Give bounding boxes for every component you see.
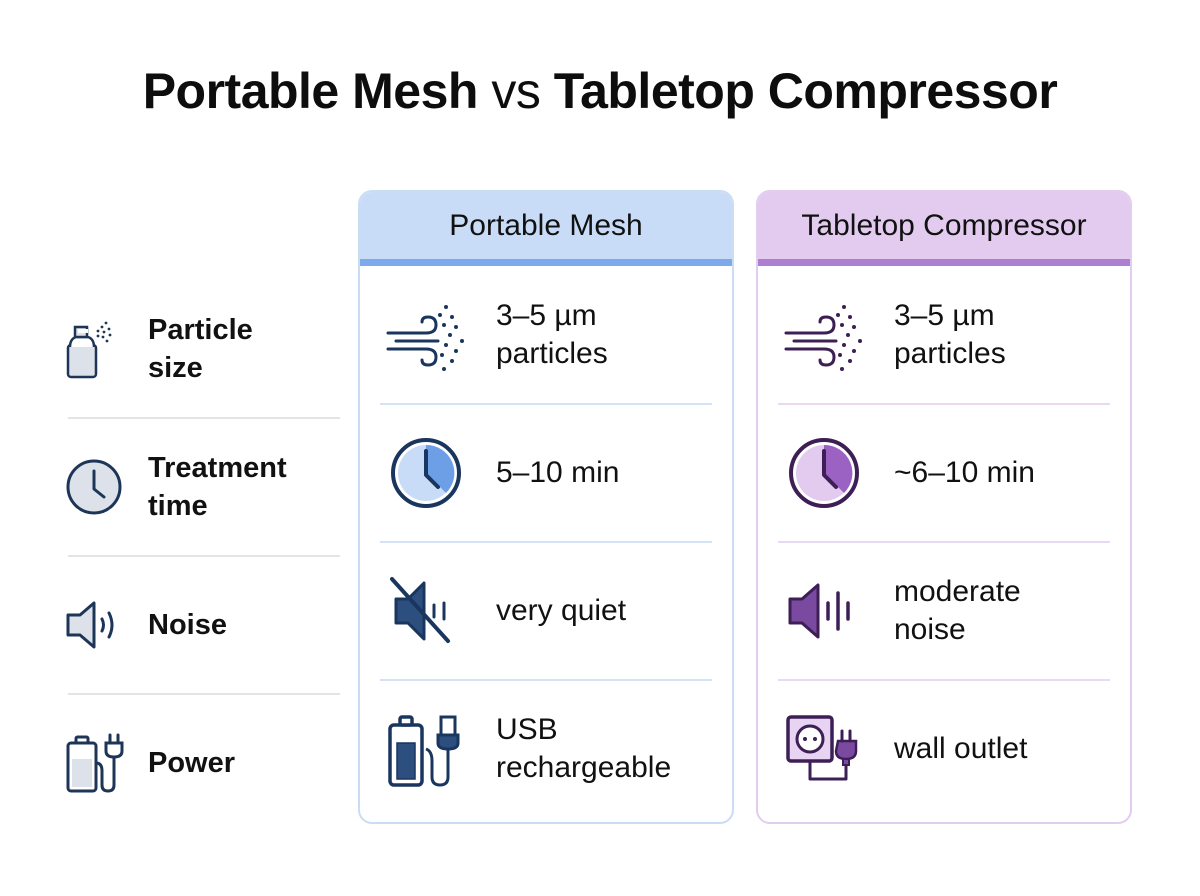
criterion-label: size: [148, 352, 203, 384]
cell-value: particles: [894, 337, 1006, 370]
portable-mesh-card: Portable Mesh 3–5 µm particles: [358, 190, 734, 824]
criterion-label: Power: [148, 747, 236, 779]
criteria-labels: Particle size Treatment time Noise: [66, 280, 340, 832]
usb-battery-icon: [388, 715, 460, 787]
cell-value: particles: [496, 337, 608, 370]
criterion-noise: Noise: [66, 555, 340, 694]
cell-value: ~6–10 min: [894, 456, 1035, 489]
cell-power: USB rechargeable: [380, 679, 712, 818]
cell-value: wall outlet: [894, 732, 1028, 765]
cell-power: wall outlet: [778, 679, 1110, 818]
cell-value: very quiet: [496, 594, 627, 627]
clock-icon: [66, 459, 122, 515]
wall-outlet-plug-icon: [786, 715, 858, 781]
clock-icon: [391, 438, 461, 508]
cell-noise: very quiet: [380, 541, 712, 680]
criterion-label: Noise: [148, 609, 227, 641]
cell-treatment-time: 5–10 min: [380, 403, 712, 542]
cell-particle-size: 3–5 µm particles: [778, 266, 1110, 404]
battery-plug-icon: [66, 733, 124, 793]
card-header: Portable Mesh: [360, 192, 732, 266]
cell-value: 3–5 µm: [496, 299, 597, 332]
criterion-particle-size: Particle size: [66, 280, 340, 418]
criterion-label: time: [148, 490, 208, 522]
criterion-treatment-time: Treatment time: [66, 417, 340, 556]
spray-bottle-icon: [66, 321, 112, 379]
cell-noise: moderate noise: [778, 541, 1110, 680]
cell-value: 5–10 min: [496, 456, 620, 489]
cell-value: noise: [894, 613, 966, 646]
cell-value: moderate: [894, 575, 1021, 608]
cell-treatment-time: ~6–10 min: [778, 403, 1110, 542]
title-vs: vs: [491, 63, 541, 119]
page-title: Portable Mesh vs Tabletop Compressor: [0, 62, 1200, 120]
title-right: Tabletop Compressor: [553, 63, 1058, 119]
title-left: Portable Mesh: [142, 63, 479, 119]
mist-particles-icon: [386, 305, 464, 371]
tabletop-compressor-card: Tabletop Compressor 3–5 µm particles: [756, 190, 1132, 824]
mist-particles-icon: [784, 305, 862, 371]
card-header: Tabletop Compressor: [758, 192, 1130, 266]
criterion-label: Particle: [148, 314, 253, 346]
criterion-label: Treatment: [148, 452, 287, 484]
cell-value: rechargeable: [496, 751, 672, 784]
cell-value: USB: [496, 713, 558, 746]
clock-icon: [789, 438, 859, 508]
cell-value: 3–5 µm: [894, 299, 995, 332]
cell-particle-size: 3–5 µm particles: [380, 266, 712, 404]
criterion-power: Power: [66, 693, 340, 832]
speaker-icon: [66, 601, 114, 649]
loud-speaker-icon: [788, 583, 850, 639]
muted-speaker-icon: [390, 577, 450, 643]
